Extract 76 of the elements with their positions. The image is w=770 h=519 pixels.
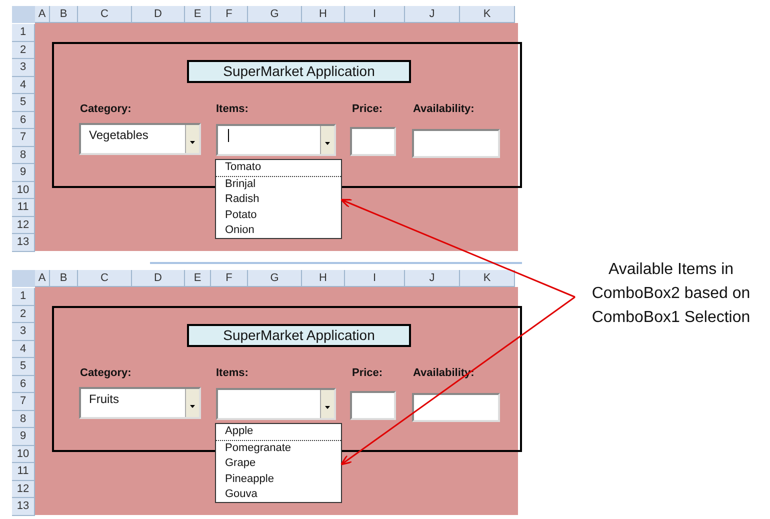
row-number: 12 (12, 216, 35, 234)
column-header: C (78, 270, 132, 287)
column-header: E (185, 6, 211, 23)
leader-arrow (340, 198, 576, 298)
column-header: J (405, 270, 460, 287)
row-number: 6 (12, 112, 35, 129)
field-label: Price: (352, 103, 383, 115)
row-number: 9 (12, 164, 35, 182)
column-header: J (405, 6, 460, 23)
column-header: G (248, 270, 302, 287)
dropdown-list (215, 423, 342, 503)
column-header: C (78, 6, 132, 23)
title-box: SuperMarket Application (187, 324, 411, 347)
column-header: F (211, 270, 248, 287)
row-number: 5 (12, 94, 35, 112)
column-header: B (50, 270, 78, 287)
column-header: I (345, 270, 405, 287)
combo-box (79, 123, 201, 155)
list-item: Pomegranate (225, 440, 292, 456)
field-label: Price: (352, 367, 383, 379)
row-number: 2 (12, 306, 35, 323)
column-header: I (345, 6, 405, 23)
callout-text: Available Items in ComboBox2 based on ComboBox1 Selection (575, 258, 767, 336)
selected-list-item: Tomato (216, 160, 341, 176)
row-number: 12 (12, 480, 35, 498)
row-number: 3 (12, 59, 35, 76)
row-number: 11 (12, 199, 35, 216)
row-number: 4 (12, 76, 35, 94)
list-item: Potato (225, 208, 258, 222)
combo-value: Fruits (89, 392, 119, 406)
column-header: A (35, 6, 50, 23)
column-header: D (132, 270, 185, 287)
combo-box (79, 387, 201, 419)
column-header: E (185, 270, 211, 287)
field-label: Availability: (413, 103, 474, 115)
list-item: Grape (225, 456, 257, 471)
combo-box (216, 388, 336, 420)
row-number: 10 (12, 182, 35, 199)
row-number: 6 (12, 376, 35, 393)
row-number: 8 (12, 410, 35, 428)
column-header: F (211, 6, 248, 23)
combo-value: Vegetables (89, 128, 148, 142)
dropdown-list (215, 159, 342, 239)
column-header: K (460, 270, 515, 287)
row-number: 9 (12, 428, 35, 446)
field-label: Items: (216, 103, 248, 115)
row-number: 3 (12, 323, 35, 340)
column-header: H (302, 270, 345, 287)
selected-list-item: Apple (216, 424, 341, 440)
list-item: Brinjal (225, 176, 257, 192)
row-number: 13 (12, 498, 35, 516)
leader-arrow (340, 296, 576, 466)
list-item: Pineapple (225, 472, 275, 486)
column-header: B (50, 6, 78, 23)
row-number: 10 (12, 446, 35, 463)
column-header: G (248, 6, 302, 23)
title-box: SuperMarket Application (187, 60, 411, 83)
combo-box (216, 124, 336, 156)
row-number: 5 (12, 358, 35, 376)
row-number: 13 (12, 234, 35, 252)
list-item: Gouva (225, 487, 258, 502)
row-number: 4 (12, 340, 35, 358)
row-number: 8 (12, 146, 35, 164)
row-number: 1 (12, 24, 35, 42)
list-item: Onion (225, 223, 256, 238)
column-header: A (35, 270, 50, 287)
row-number: 2 (12, 42, 35, 59)
row-number: 7 (12, 393, 35, 410)
column-header: K (460, 6, 515, 23)
row-number: 1 (12, 288, 35, 306)
column-header: H (302, 6, 345, 23)
column-header: D (132, 6, 185, 23)
row-number: 7 (12, 129, 35, 146)
field-label: Items: (216, 367, 248, 379)
list-item: Radish (225, 192, 260, 207)
row-number: 11 (12, 463, 35, 480)
